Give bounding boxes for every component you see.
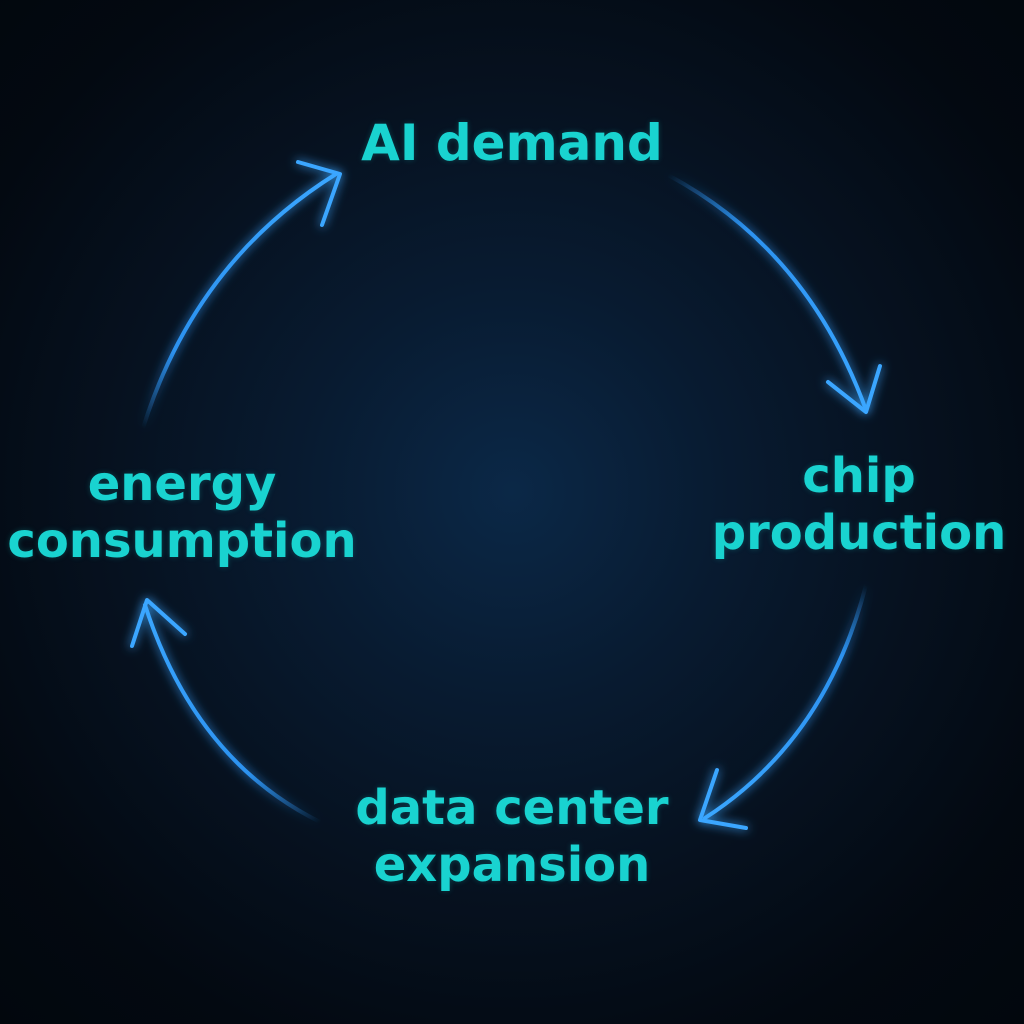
node-ai-demand: AI demand	[312, 114, 712, 173]
arrow-chip-production-to-data-center-expansion	[698, 583, 868, 830]
node-chip-production: chip production	[694, 448, 1024, 561]
node-energy-consumption-label-line2: consumption	[7, 512, 357, 569]
arrow-ai-demand-to-chip-production	[666, 173, 882, 414]
node-chip-production-label-line1: chip	[802, 448, 916, 504]
node-data-center-expansion-label-line1: data center	[355, 780, 669, 836]
node-data-center-expansion: data center expansion	[312, 780, 712, 893]
node-energy-consumption-label-line1: energy	[87, 456, 277, 512]
arrow-data-center-expansion-to-energy-consumption	[130, 598, 322, 824]
node-chip-production-label-line2: production	[711, 504, 1007, 561]
arrow-energy-consumption-to-ai-demand	[141, 160, 342, 430]
node-data-center-expansion-label-line2: expansion	[373, 836, 651, 893]
node-energy-consumption: energy consumption	[0, 456, 364, 569]
node-ai-demand-label: AI demand	[361, 114, 663, 172]
